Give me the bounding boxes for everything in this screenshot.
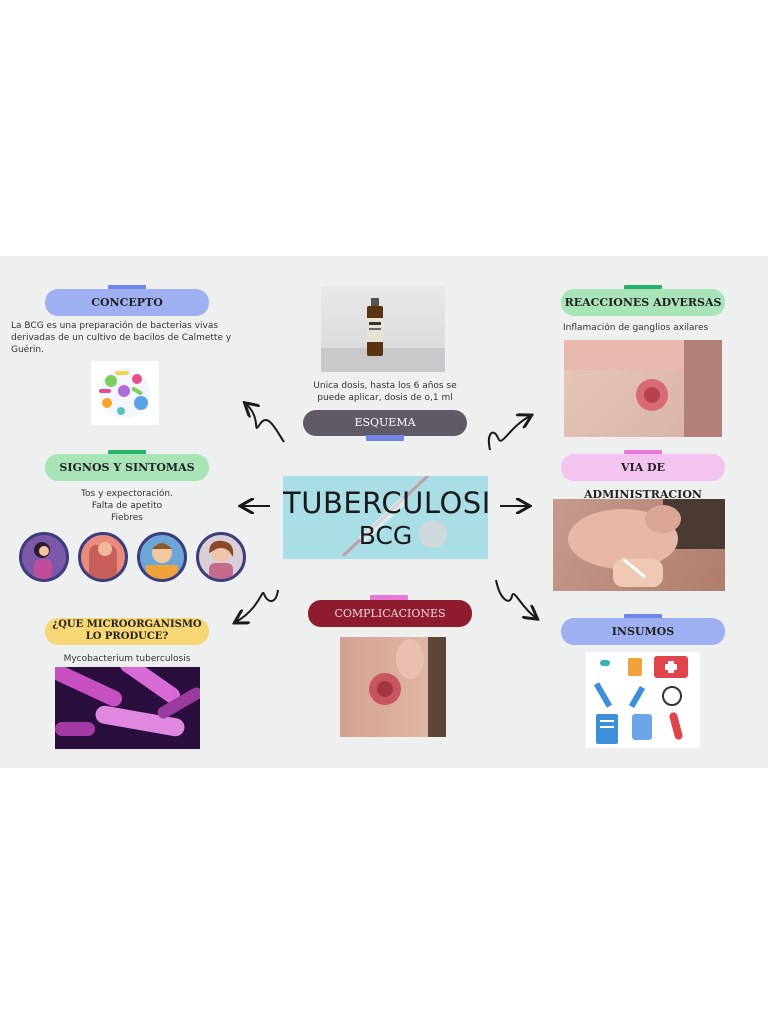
arrow-to-concepto: [246, 404, 284, 442]
arrow-to-insumos: [496, 580, 536, 618]
arrow-to-reacciones: [489, 416, 530, 450]
arrow-to-microorganismo: [236, 590, 278, 622]
